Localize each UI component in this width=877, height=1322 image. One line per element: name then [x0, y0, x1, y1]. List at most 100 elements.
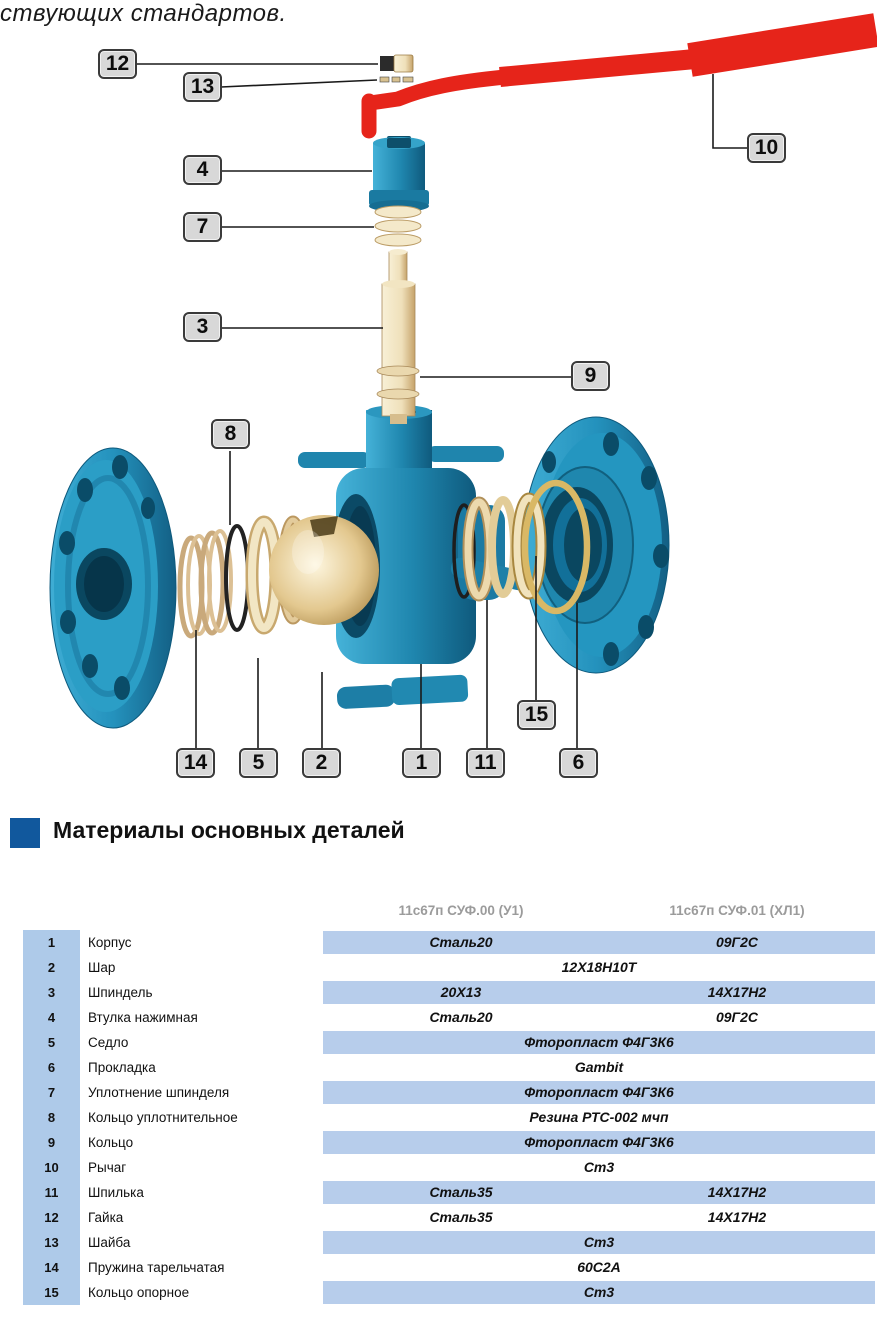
- table-row: 12 Гайка Сталь35 14Х17Н2: [0, 1205, 877, 1230]
- material-span: Ст3: [583, 1159, 615, 1175]
- part-name: Прокладка: [88, 1060, 156, 1075]
- materials-table: 1 Корпус Сталь20 09Г2С 2 Шар 12Х18Н10Т 3…: [0, 930, 877, 1305]
- material-span: Резина РТС-002 мчп: [529, 1109, 669, 1125]
- material-band: Сталь35 14Х17Н2: [323, 1206, 875, 1229]
- material-col1: Сталь20: [429, 1009, 493, 1025]
- row-number: 5: [23, 1030, 80, 1055]
- material-band: Gambit: [323, 1056, 875, 1079]
- part-name: Шайба: [88, 1235, 131, 1250]
- row-number: 11: [23, 1180, 80, 1205]
- part-name: Кольцо: [88, 1135, 134, 1150]
- material-span: Gambit: [574, 1059, 624, 1075]
- table-row: 14 Пружина тарельчатая 60С2А: [0, 1255, 877, 1280]
- material-col2: 09Г2С: [715, 934, 759, 950]
- material-band: Сталь20 09Г2С: [323, 931, 875, 954]
- callout-5: 5: [239, 748, 278, 778]
- row-number: 1: [23, 930, 80, 955]
- callout-1: 1: [402, 748, 441, 778]
- table-row: 3 Шпиндель 20Х13 14Х17Н2: [0, 980, 877, 1005]
- callout-15: 15: [517, 700, 556, 730]
- gasket-ring: [521, 479, 591, 615]
- stem-packing: [374, 205, 422, 247]
- spindle: [376, 249, 420, 424]
- part-name: Кольцо уплотнительное: [88, 1110, 238, 1125]
- row-number: 8: [23, 1105, 80, 1130]
- row-number: 13: [23, 1230, 80, 1255]
- row-number: 2: [23, 955, 80, 980]
- table-row: 4 Втулка нажимная Сталь20 09Г2С: [0, 1005, 877, 1030]
- part-name: Пружина тарельчатая: [88, 1260, 225, 1275]
- table-row: 5 Седло Фторопласт Ф4Г3К6: [0, 1030, 877, 1055]
- callout-2: 2: [302, 748, 341, 778]
- table-row: 15 Кольцо опорное Ст3: [0, 1280, 877, 1305]
- row-number: 4: [23, 1005, 80, 1030]
- disc-springs: [177, 529, 233, 639]
- table-row: 13 Шайба Ст3: [0, 1230, 877, 1255]
- material-col2: 09Г2С: [715, 1009, 759, 1025]
- left-flange: [49, 447, 177, 729]
- callout-7: 7: [183, 212, 222, 242]
- material-span: 12Х18Н10Т: [561, 959, 637, 975]
- part-name: Гайка: [88, 1210, 124, 1225]
- material-span: Ст3: [583, 1234, 615, 1250]
- material-band: 60С2А: [323, 1256, 875, 1279]
- table-row: 2 Шар 12Х18Н10Т: [0, 955, 877, 980]
- material-band: Фторопласт Ф4Г3К6: [323, 1031, 875, 1054]
- callout-9: 9: [571, 361, 610, 391]
- part-name: Втулка нажимная: [88, 1010, 198, 1025]
- material-col2: 14Х17Н2: [707, 1184, 767, 1200]
- callout-13: 13: [183, 72, 222, 102]
- row-number: 12: [23, 1205, 80, 1230]
- right-rings: [462, 492, 547, 602]
- part-name: Шпиндель: [88, 985, 153, 1000]
- nut: [380, 54, 414, 73]
- table-row: 1 Корпус Сталь20 09Г2С: [0, 930, 877, 955]
- material-band: Сталь20 09Г2С: [323, 1006, 875, 1029]
- column-header-u1: 11с67п СУФ.00 (У1): [398, 903, 524, 918]
- material-col2: 14Х17Н2: [707, 1209, 767, 1225]
- table-row: 7 Уплотнение шпинделя Фторопласт Ф4Г3К6: [0, 1080, 877, 1105]
- material-col1: 20Х13: [440, 984, 482, 1000]
- table-row: 10 Рычаг Ст3: [0, 1155, 877, 1180]
- ball: [269, 515, 379, 625]
- table-row: 9 Кольцо Фторопласт Ф4Г3К6: [0, 1130, 877, 1155]
- callout-3: 3: [183, 312, 222, 342]
- callout-8: 8: [211, 419, 250, 449]
- row-number: 15: [23, 1280, 80, 1305]
- row-number: 9: [23, 1130, 80, 1155]
- material-band: Ст3: [323, 1281, 875, 1304]
- material-span: Фторопласт Ф4Г3К6: [524, 1134, 674, 1150]
- stud: [336, 674, 469, 709]
- part-name: Шпилька: [88, 1185, 144, 1200]
- material-band: Ст3: [323, 1231, 875, 1254]
- row-number: 10: [23, 1155, 80, 1180]
- callout-lines: [137, 63, 747, 749]
- row-number: 7: [23, 1080, 80, 1105]
- part-name: Уплотнение шпинделя: [88, 1085, 230, 1100]
- material-band: Ст3: [323, 1156, 875, 1179]
- material-col2: 14Х17Н2: [707, 984, 767, 1000]
- callout-11: 11: [466, 748, 505, 778]
- material-span: Ст3: [583, 1284, 615, 1300]
- material-band: Сталь35 14Х17Н2: [323, 1181, 875, 1204]
- row-number: 3: [23, 980, 80, 1005]
- table-row: 11 Шпилька Сталь35 14Х17Н2: [0, 1180, 877, 1205]
- callout-6: 6: [559, 748, 598, 778]
- lever-handle: [361, 13, 877, 139]
- section-title: Материалы основных деталей: [53, 817, 405, 843]
- callout-10: 10: [747, 133, 786, 163]
- material-band: 20Х13 14Х17Н2: [323, 981, 875, 1004]
- callout-12: 12: [98, 49, 137, 79]
- part-name: Седло: [88, 1035, 129, 1050]
- table-row: 8 Кольцо уплотнительное Резина РТС-002 м…: [0, 1105, 877, 1130]
- row-number: 6: [23, 1055, 80, 1080]
- material-band: Фторопласт Ф4Г3К6: [323, 1081, 875, 1104]
- part-name: Шар: [88, 960, 116, 975]
- material-band: Фторопласт Ф4Г3К6: [323, 1131, 875, 1154]
- material-col1: Сталь35: [429, 1184, 493, 1200]
- washer: [379, 76, 414, 83]
- right-o-ring: [452, 503, 476, 599]
- material-band: Резина РТС-002 мчп: [323, 1106, 875, 1129]
- table-row: 6 Прокладка Gambit: [0, 1055, 877, 1080]
